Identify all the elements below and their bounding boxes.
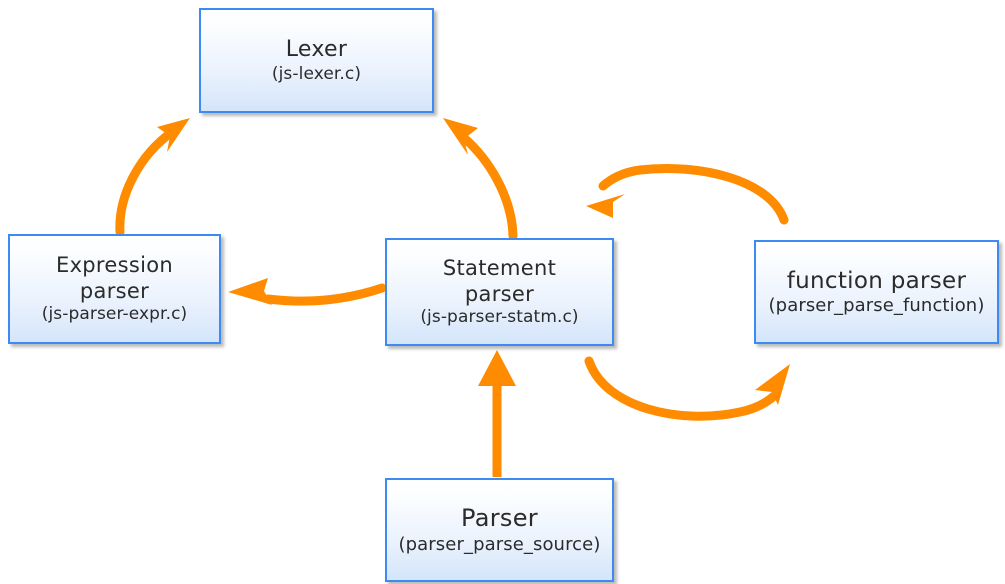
node-parser[interactable]: Parser (parser_parse_source) [385, 478, 614, 582]
node-lexer-title: Lexer [285, 36, 348, 62]
node-parser-subtitle: (parser_parse_source) [398, 533, 601, 555]
node-parser-title: Parser [461, 504, 538, 533]
node-expression-parser-title-line2: parser [79, 278, 150, 303]
edge-parser-to-statement [478, 350, 516, 477]
node-statement-parser[interactable]: Statement parser (js-parser-statm.c) [385, 238, 614, 346]
node-expression-parser-title-line1: Expression [56, 253, 173, 278]
node-expression-parser-subtitle: (js-parser-expr.c) [41, 304, 188, 325]
node-lexer-subtitle: (js-lexer.c) [271, 63, 362, 84]
node-function-parser[interactable]: function parser (parser_parse_function) [754, 240, 999, 344]
edge-statement-to-lexer [443, 118, 518, 241]
node-lexer[interactable]: Lexer (js-lexer.c) [199, 8, 434, 113]
edge-expression-to-lexer [115, 118, 190, 237]
node-function-parser-subtitle: (parser_parse_function) [768, 295, 985, 317]
edge-statement-to-function [584, 356, 790, 421]
node-statement-parser-subtitle: (js-parser-statm.c) [420, 307, 579, 328]
node-statement-parser-title-line1: Statement [442, 256, 557, 281]
node-statement-parser-title-line2: parser [464, 281, 535, 306]
edge-function-to-statement [586, 163, 789, 225]
edge-statement-to-expression [228, 278, 387, 306]
node-function-parser-title: function parser [786, 268, 967, 294]
node-expression-parser[interactable]: Expression parser (js-parser-expr.c) [8, 234, 221, 344]
